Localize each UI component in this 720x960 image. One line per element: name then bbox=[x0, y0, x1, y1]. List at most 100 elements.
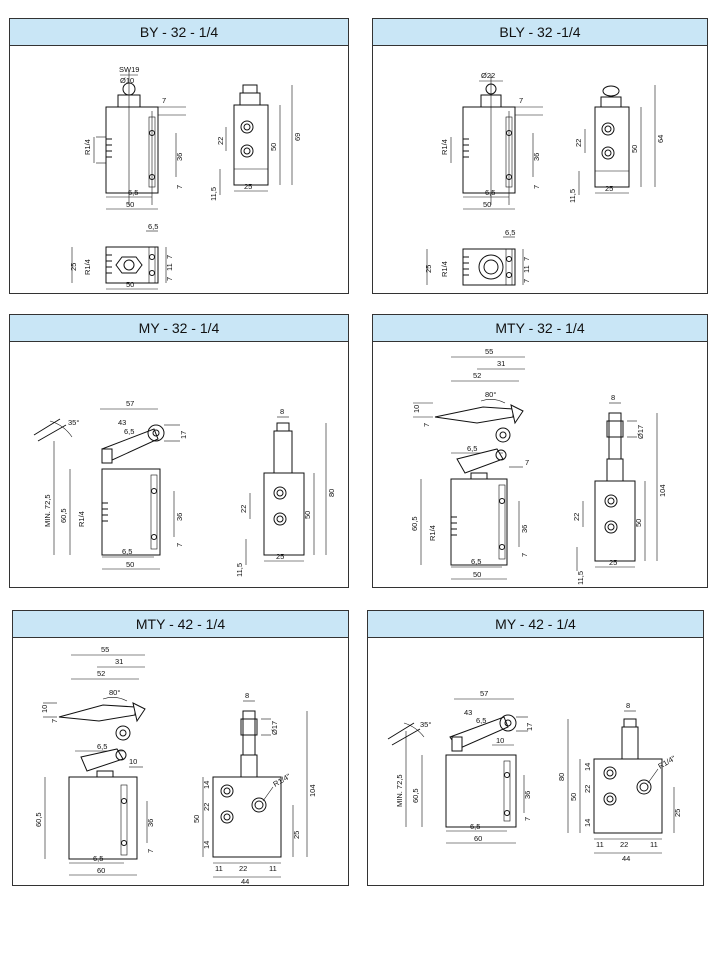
dim-25: 25 bbox=[244, 182, 252, 191]
dim-36: 36 bbox=[532, 153, 541, 161]
dim-22: 22 bbox=[202, 803, 211, 811]
dim-11-a: 11 bbox=[596, 840, 604, 849]
dim-55: 55 bbox=[101, 645, 109, 654]
dim-60-5: 60,5 bbox=[34, 812, 43, 827]
dim-8: 8 bbox=[280, 407, 284, 416]
drawing-bly-32: R1/4 Ø22 7 36 7 6,5 50 22 50 64 11,5 25 bbox=[424, 71, 665, 286]
dim-14-b: 14 bbox=[202, 841, 211, 849]
dim-11: 11 bbox=[522, 265, 531, 273]
dim-7-b: 7 bbox=[146, 849, 155, 853]
dim-69: 69 bbox=[293, 133, 302, 141]
dim-d17: Ø17 bbox=[270, 721, 279, 735]
dim-7: 7 bbox=[523, 817, 532, 821]
dim-50: 50 bbox=[473, 570, 481, 579]
dim-50-side: 50 bbox=[630, 145, 639, 153]
dim-50-top: 50 bbox=[126, 280, 134, 289]
dim-43: 43 bbox=[118, 418, 126, 427]
dim-60: 60 bbox=[97, 866, 105, 875]
panel-title: MTY - 32 - 1/4 bbox=[373, 315, 707, 342]
drawing-by-32: R1/4 SW19 Ø10 7 36 7 6,5 50 22 50 69 11,… bbox=[69, 65, 302, 290]
dim-11-b: 11 bbox=[269, 864, 277, 873]
dim-7-b: 7 bbox=[165, 277, 174, 281]
panel-mty-42: MTY - 42 - 1/4 55 31 52 80° 10 7 6,5 10 … bbox=[12, 610, 349, 886]
dim-7-c: 7 bbox=[520, 553, 529, 557]
dim-10: 10 bbox=[412, 405, 421, 413]
panel-title: BY - 32 - 1/4 bbox=[10, 19, 348, 46]
dim-50-side: 50 bbox=[303, 511, 312, 519]
dim-thread-top: R1/4 bbox=[440, 261, 449, 277]
dim-8: 8 bbox=[611, 393, 615, 402]
dim-angle: 35° bbox=[420, 720, 431, 729]
dim-22: 22 bbox=[574, 139, 583, 147]
dim-14-a: 14 bbox=[202, 781, 211, 789]
drawing-my-32: 35° 57 43 6,5 17 MIN. 72,5 60,5 R1/4 36 … bbox=[33, 399, 336, 577]
dim-thread: R1/4 bbox=[428, 525, 437, 541]
dim-thread-top: R1/4 bbox=[83, 259, 92, 275]
dim-thread: R1/4 bbox=[440, 139, 449, 155]
dim-50: 50 bbox=[126, 200, 134, 209]
dim-57: 57 bbox=[126, 399, 134, 408]
dim-25: 25 bbox=[609, 558, 617, 567]
panel-by-32: BY - 32 - 1/4 R1/4 SW19 Ø10 7 36 7 6,5 5… bbox=[9, 18, 349, 294]
dim-25-top: 25 bbox=[424, 265, 433, 273]
dim-10: 10 bbox=[40, 705, 49, 713]
dim-6-5: 6,5 bbox=[122, 547, 132, 556]
dim-6-5: 6,5 bbox=[471, 557, 481, 566]
dim-6-5-top: 6,5 bbox=[505, 228, 515, 237]
dim-8: 8 bbox=[626, 701, 630, 710]
panel-title: MY - 32 - 1/4 bbox=[10, 315, 348, 342]
dim-thread: R1/4" bbox=[272, 772, 293, 789]
dim-22: 22 bbox=[572, 513, 581, 521]
dim-60-5: 60,5 bbox=[411, 788, 420, 803]
dim-60-5: 60,5 bbox=[59, 508, 68, 523]
dim-7-b: 7 bbox=[522, 279, 531, 283]
dim-17: 17 bbox=[525, 723, 534, 731]
dim-11-b: 11 bbox=[650, 840, 658, 849]
dim-d22: Ø22 bbox=[481, 71, 495, 80]
dim-6-5: 6,5 bbox=[485, 188, 495, 197]
dim-50-side: 50 bbox=[634, 519, 643, 527]
dim-thread: R1/4 bbox=[83, 139, 92, 155]
dim-angle: 35° bbox=[68, 418, 79, 427]
drawing-mty-42: 55 31 52 80° 10 7 6,5 10 60,5 36 7 6,5 6… bbox=[34, 645, 317, 885]
panel-mty-32: MTY - 32 - 1/4 55 31 52 80° 10 7 6,5 7 6… bbox=[372, 314, 708, 588]
dim-11-5: 11,5 bbox=[235, 563, 244, 577]
dim-104: 104 bbox=[658, 484, 667, 497]
dim-80: 80 bbox=[327, 489, 336, 497]
dim-angle: 80° bbox=[485, 390, 496, 399]
dim-6-5: 6,5 bbox=[128, 188, 138, 197]
dim-50-side: 50 bbox=[269, 143, 278, 151]
panel-title: BLY - 32 -1/4 bbox=[373, 19, 707, 46]
drawing-my-42: 35° 57 43 6,5 17 10 MIN. 72,5 60,5 36 7 … bbox=[387, 689, 682, 863]
dim-7-a: 7 bbox=[422, 423, 431, 427]
dim-d17: Ø17 bbox=[636, 425, 645, 439]
dim-14-b: 14 bbox=[583, 819, 592, 827]
dim-55: 55 bbox=[485, 347, 493, 356]
dim-60: 60 bbox=[474, 834, 482, 843]
dim-22: 22 bbox=[583, 785, 592, 793]
dim-min: MIN. 72,5 bbox=[395, 774, 404, 807]
dim-7-a: 7 bbox=[165, 255, 174, 259]
dim-d10: Ø10 bbox=[120, 76, 134, 85]
dim-50: 50 bbox=[483, 200, 491, 209]
dim-min: MIN. 72,5 bbox=[43, 494, 52, 527]
dim-7-right: 7 bbox=[175, 185, 184, 189]
dim-36: 36 bbox=[175, 153, 184, 161]
dim-25: 25 bbox=[292, 831, 301, 839]
dim-7-right: 7 bbox=[532, 185, 541, 189]
dim-50: 50 bbox=[569, 793, 578, 801]
dim-7-top: 7 bbox=[519, 96, 523, 105]
drawing-mty-32: 55 31 52 80° 10 7 6,5 7 60,5 R1/4 36 7 6… bbox=[410, 347, 667, 585]
dim-10-b: 10 bbox=[129, 757, 137, 766]
dim-14-a: 14 bbox=[583, 763, 592, 771]
dim-44: 44 bbox=[622, 854, 630, 863]
dim-7-a: 7 bbox=[522, 257, 531, 261]
dim-7-top: 7 bbox=[162, 96, 166, 105]
dim-22-b: 22 bbox=[620, 840, 628, 849]
dim-17: 17 bbox=[179, 431, 188, 439]
dim-43: 43 bbox=[464, 708, 472, 717]
dim-11: 11 bbox=[165, 263, 174, 271]
panel-my-42: MY - 42 - 1/4 35° 57 43 6,5 17 10 MIN. 7… bbox=[367, 610, 704, 886]
dim-25: 25 bbox=[276, 552, 284, 561]
dim-11-5: 11,5 bbox=[209, 187, 218, 201]
